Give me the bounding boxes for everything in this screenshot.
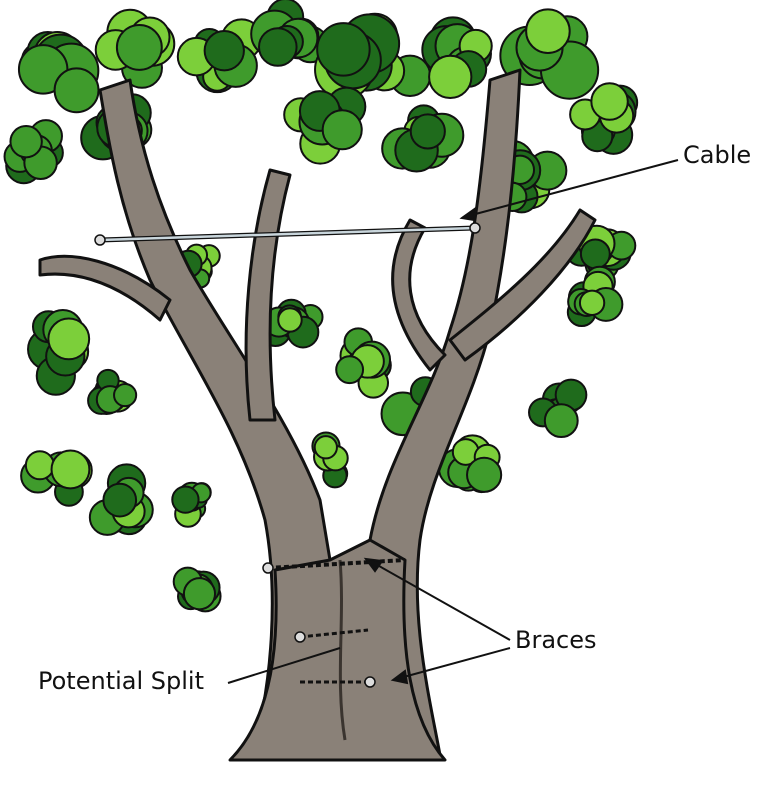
leaf-cluster	[258, 27, 298, 67]
cable-label: Cable	[683, 141, 752, 169]
leaf-cluster	[335, 355, 365, 385]
cable	[94, 222, 481, 246]
leaf-cluster	[24, 450, 55, 481]
leaf-cluster	[113, 383, 138, 408]
leaf-cluster	[525, 8, 571, 54]
leaf-cluster	[316, 22, 371, 77]
leaf-cluster	[579, 238, 611, 270]
leaf-cluster	[9, 124, 43, 159]
leaf-cluster	[578, 289, 606, 316]
left-limb	[98, 78, 332, 762]
leaf-cluster	[543, 403, 579, 439]
braces-label: Braces	[515, 626, 597, 654]
tree-trunk-and-limbs	[38, 68, 597, 762]
branch-right	[448, 208, 597, 362]
braces-pointer-upper	[371, 561, 511, 641]
leaf-cluster	[47, 317, 91, 361]
leaf-cluster	[428, 54, 473, 100]
callout-lines	[227, 159, 679, 685]
potential-split-label: Potential Split	[38, 667, 204, 695]
split-pointer	[227, 647, 341, 684]
leaf-cluster	[466, 456, 503, 493]
leaf-cluster	[50, 449, 91, 490]
leaf-cluster	[203, 30, 245, 72]
braces-pointer-lower	[399, 647, 511, 679]
trunk-split	[338, 559, 347, 741]
leaf-cluster	[277, 307, 303, 333]
leaf-cluster	[171, 485, 200, 514]
leaf-cluster	[409, 113, 446, 150]
branch-inner	[391, 218, 447, 372]
leaf-cluster	[115, 23, 163, 71]
cable-pointer	[467, 159, 679, 217]
leaf-cluster	[321, 109, 363, 151]
leaf-cluster	[102, 482, 138, 518]
trunk	[228, 538, 447, 762]
leaf-cluster	[313, 435, 338, 460]
branch-left	[38, 254, 172, 322]
leaf-cluster	[53, 67, 100, 114]
leaf-cluster	[182, 577, 217, 611]
leaf-cluster	[590, 82, 629, 121]
branch-mid	[244, 168, 292, 422]
